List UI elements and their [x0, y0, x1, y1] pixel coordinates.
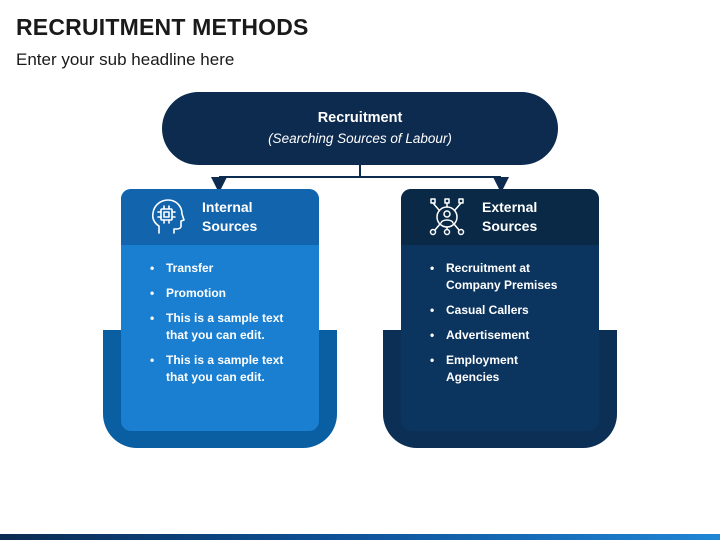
list-item: Casual Callers	[427, 302, 587, 319]
bottom-accent-bar	[0, 534, 720, 540]
person-network-icon	[429, 198, 465, 236]
head-circuit-icon	[151, 199, 185, 234]
external-card-header: External Sources	[401, 189, 599, 245]
external-title-line1: External	[482, 199, 538, 215]
root-node: Recruitment (Searching Sources of Labour…	[162, 92, 558, 165]
internal-card-header: Internal Sources	[121, 189, 319, 245]
root-subtitle: (Searching Sources of Labour)	[268, 131, 452, 146]
internal-sources-card: Internal Sources Transfer Promotion This…	[121, 189, 319, 431]
list-item: Promotion	[147, 285, 307, 302]
external-title-line2: Sources	[482, 218, 538, 234]
list-item: Transfer	[147, 260, 307, 277]
page-subtitle: Enter your sub headline here	[16, 50, 235, 69]
internal-item-list: Transfer Promotion This is a sample text…	[121, 245, 319, 386]
root-title: Recruitment	[317, 110, 403, 126]
internal-title-line2: Sources	[202, 218, 258, 234]
page-title: RECRUITMENT METHODS	[16, 14, 309, 40]
list-item: Advertisement	[427, 327, 587, 344]
internal-title-line1: Internal	[202, 199, 253, 215]
